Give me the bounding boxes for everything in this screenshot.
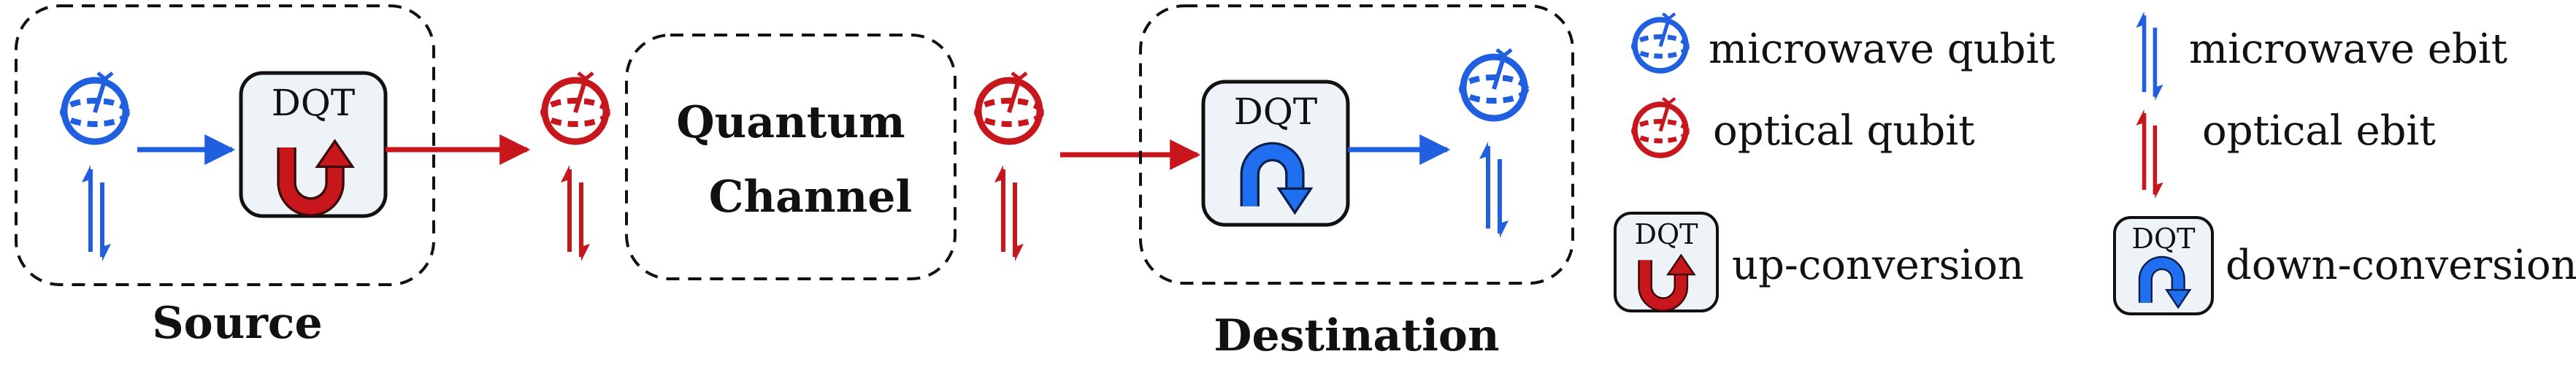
destination-box xyxy=(1139,4,1574,285)
legend: microwave qubit microwave ebit optical q… xyxy=(1614,12,2576,315)
legend-microwave-qubit-icon xyxy=(1633,14,1687,71)
legend-down-conversion-label: down-conversion xyxy=(2226,242,2576,289)
source-label: Source xyxy=(152,298,322,349)
svg-text:DQT: DQT xyxy=(1635,218,1698,250)
legend-microwave-qubit-label: microwave qubit xyxy=(1709,26,2055,73)
source-dqt-label: DQT xyxy=(272,82,355,124)
legend-optical-qubit-icon xyxy=(1633,99,1687,155)
source-dqt-box: DQT xyxy=(239,71,388,218)
legend-optical-ebit-icon xyxy=(2136,109,2163,199)
destination-dqt-label: DQT xyxy=(1234,91,1317,133)
destination-label: Destination xyxy=(1214,310,1499,361)
legend-microwave-ebit-label: microwave ebit xyxy=(2189,26,2508,73)
optical-ebit-icon-1 xyxy=(561,165,590,261)
quantum-channel-label-line1: Quantum xyxy=(676,97,905,148)
legend-up-conversion-dqt-icon: DQT xyxy=(1614,212,1719,312)
source-microwave-ebit-icon xyxy=(82,165,111,261)
destination-microwave-ebit-icon xyxy=(1479,142,1509,238)
destination-microwave-qubit-icon xyxy=(1462,50,1526,118)
legend-down-conversion-dqt-icon: DQT xyxy=(2113,216,2214,315)
svg-text:DQT: DQT xyxy=(2132,223,2196,255)
optical-qubit-icon-1 xyxy=(543,73,607,142)
source-microwave-qubit-icon xyxy=(63,73,127,142)
optical-ebit-icon-2 xyxy=(994,165,1024,261)
source-box xyxy=(15,4,435,286)
legend-optical-ebit-label: optical ebit xyxy=(2202,107,2436,155)
quantum-channel-box xyxy=(625,34,957,280)
optical-qubit-icon-2 xyxy=(977,73,1041,142)
legend-up-conversion-label: up-conversion xyxy=(1732,242,2024,289)
quantum-channel-label-line2: Channel xyxy=(709,172,912,223)
destination-dqt-box: DQT xyxy=(1201,80,1350,227)
legend-microwave-ebit-icon xyxy=(2136,12,2163,101)
legend-optical-qubit-label: optical qubit xyxy=(1713,107,1975,155)
